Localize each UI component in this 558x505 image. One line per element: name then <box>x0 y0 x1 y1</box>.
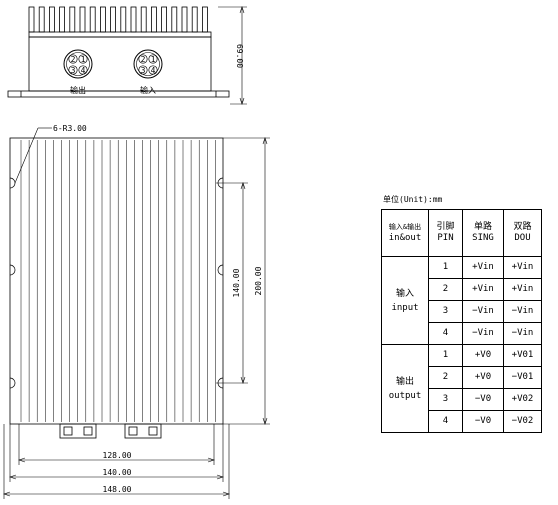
cell-single: +V0 <box>462 366 504 389</box>
heatsink-fin <box>79 6 86 33</box>
pin-label: 4 <box>151 66 156 75</box>
cell-dual: −V01 <box>503 366 542 389</box>
unit-label: 单位(Unit):mm <box>383 195 443 204</box>
heatsink-fin <box>130 6 137 33</box>
cell-dual: −Vin <box>503 322 542 345</box>
cell-pin: 3 <box>428 300 463 323</box>
heatsink-fin <box>110 6 116 33</box>
dimension-length <box>223 137 270 425</box>
heatsink-fin <box>161 6 168 33</box>
top-view <box>9 137 224 439</box>
dim-200: 200.00 <box>254 266 263 295</box>
table-row: 3 −Vin −Vin <box>382 300 542 323</box>
cell-pin: 1 <box>428 344 463 367</box>
heatsink-fin <box>69 6 76 33</box>
pin-label: 3 <box>71 66 76 75</box>
dim-69: 69.00 <box>235 44 244 68</box>
dim-128: 128.00 <box>103 451 132 460</box>
table-row: 4 −V0 −V02 <box>382 410 542 433</box>
pin-label: 4 <box>81 66 86 75</box>
pin-label: 2 <box>141 55 146 64</box>
cell-dual: +V01 <box>503 344 542 367</box>
heatsink-fin <box>49 6 55 33</box>
cell-single: −Vin <box>462 300 504 323</box>
connector-input-label: 输入 <box>140 85 156 95</box>
dimension-height <box>218 6 247 105</box>
cell-single: −V0 <box>462 388 504 411</box>
table-row: 4 −Vin −Vin <box>382 322 542 345</box>
cell-pin: 2 <box>428 366 463 389</box>
heatsink-fin <box>120 6 127 33</box>
dim-140-horizontal: 140.00 <box>103 468 132 477</box>
heatsink-fin <box>100 6 106 33</box>
heatsink-fin <box>28 6 35 33</box>
connector-output-label: 输出 <box>70 85 86 95</box>
side-view <box>7 6 230 98</box>
cell-single: +Vin <box>462 278 504 301</box>
heatsink-fin <box>191 6 198 33</box>
heatsink-fin <box>201 6 208 33</box>
heatsink-fin <box>150 6 157 33</box>
dimension-widths <box>3 424 230 499</box>
heatsink-fin <box>38 6 45 33</box>
pin-label: 3 <box>141 66 146 75</box>
cell-dual: −Vin <box>503 300 542 323</box>
pin-label: 1 <box>151 55 156 64</box>
cell-single: −V0 <box>462 410 504 433</box>
heatsink-fin <box>140 6 147 33</box>
heatsink-fin <box>181 6 188 33</box>
connector-input: 2 1 3 4 <box>133 49 163 79</box>
cell-dual: +V02 <box>503 388 542 411</box>
cell-pin: 3 <box>428 388 463 411</box>
pin-label: 2 <box>71 55 76 64</box>
cell-dual: +Vin <box>503 278 542 301</box>
cell-single: +V0 <box>462 344 504 367</box>
pin-label: 1 <box>81 55 86 64</box>
table-row: 3 −V0 +V02 <box>382 388 542 411</box>
cell-pin: 4 <box>428 322 463 345</box>
dimension-hole-pitch <box>216 182 248 384</box>
heatsink-fin <box>171 6 178 33</box>
cell-single: +Vin <box>462 256 504 279</box>
dim-radius: 6-R3.00 <box>53 124 87 133</box>
cell-single: −Vin <box>462 322 504 345</box>
dim-140-vertical: 140.00 <box>232 268 241 297</box>
cell-pin: 1 <box>428 256 463 279</box>
dimension-radius <box>14 127 52 184</box>
cell-pin: 4 <box>428 410 463 433</box>
connector-output: 2 1 3 4 <box>63 49 93 79</box>
dim-148: 148.00 <box>103 485 132 494</box>
cell-pin: 2 <box>428 278 463 301</box>
heatsink-fin <box>59 6 65 33</box>
cell-dual: +Vin <box>503 256 542 279</box>
heatsink-fin <box>89 6 96 33</box>
cell-dual: −V02 <box>503 410 542 433</box>
